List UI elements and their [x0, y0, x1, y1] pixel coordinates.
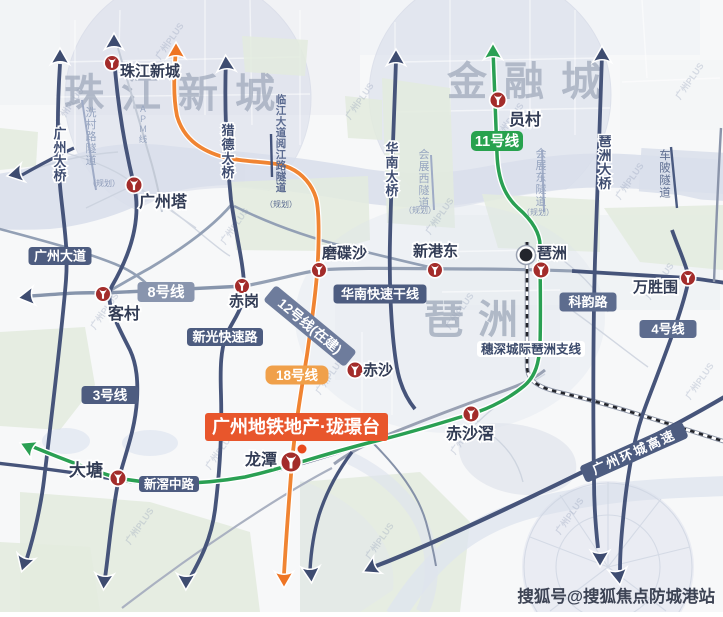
- svg-text:新港东: 新港东: [413, 242, 458, 260]
- svg-text:18号线: 18号线: [276, 367, 319, 383]
- svg-text:琶洲大桥: 琶洲大桥: [598, 134, 612, 191]
- svg-text:（规划）: （规划）: [265, 199, 297, 209]
- svg-text:磨碟沙: 磨碟沙: [321, 244, 367, 262]
- svg-text:金融城: 金融城: [446, 59, 618, 104]
- svg-text:广州大道: 广州大道: [34, 249, 86, 264]
- svg-text:3号线: 3号线: [93, 387, 128, 403]
- svg-text:新滘中路: 新滘中路: [144, 477, 195, 492]
- svg-text:4号线: 4号线: [651, 322, 684, 337]
- svg-text:琶洲: 琶洲: [537, 245, 567, 262]
- svg-text:ＡＰＭ线: ＡＰＭ线: [139, 104, 148, 144]
- svg-text:大塘: 大塘: [69, 460, 103, 480]
- svg-text:万胜围: 万胜围: [632, 279, 678, 296]
- svg-text:11号线: 11号线: [475, 132, 520, 150]
- svg-text:华南快速干线: 华南快速干线: [341, 287, 419, 302]
- svg-text:员村: 员村: [509, 110, 541, 129]
- svg-text:会展东隧道: 会展东隧道: [536, 147, 547, 208]
- svg-text:新光快速路: 新光快速路: [192, 330, 258, 345]
- svg-text:（规划）: （规划）: [522, 207, 554, 217]
- svg-text:珠江新城: 珠江新城: [120, 62, 180, 80]
- svg-text:科韵路: 科韵路: [568, 295, 608, 310]
- svg-text:（规划）: （规划）: [88, 178, 120, 188]
- svg-text:洗村路隧道: 洗村路隧道: [86, 106, 97, 167]
- svg-text:赤岗: 赤岗: [229, 292, 259, 310]
- svg-text:琶洲: 琶洲: [424, 298, 532, 342]
- svg-text:客村: 客村: [108, 304, 140, 323]
- svg-text:（规划）: （规划）: [404, 205, 436, 215]
- svg-text:猎德大桥: 猎德大桥: [221, 123, 235, 180]
- svg-text:搜狐号@搜狐焦点防城港站: 搜狐号@搜狐焦点防城港站: [517, 586, 715, 606]
- svg-text:珠江新城: 珠江新城: [64, 72, 292, 116]
- svg-text:龙潭: 龙潭: [244, 450, 277, 469]
- svg-text:会展西隧道: 会展西隧道: [419, 148, 430, 209]
- svg-text:广州地铁地产·珑璟台: 广州地铁地产·珑璟台: [212, 416, 380, 437]
- svg-text:临江大道阅江路隧道: 临江大道阅江路隧道: [276, 93, 287, 194]
- svg-text:8号线: 8号线: [147, 283, 185, 301]
- svg-text:穗深城际琶洲支线: 穗深城际琶洲支线: [481, 342, 582, 357]
- svg-text:华南大桥: 华南大桥: [385, 141, 399, 198]
- svg-text:车陂隧道: 车陂隧道: [659, 148, 671, 200]
- svg-text:广州塔: 广州塔: [139, 192, 188, 211]
- svg-text:赤沙: 赤沙: [363, 361, 393, 379]
- svg-text:赤沙滘: 赤沙滘: [446, 424, 494, 443]
- svg-text:广州大桥: 广州大桥: [52, 126, 67, 183]
